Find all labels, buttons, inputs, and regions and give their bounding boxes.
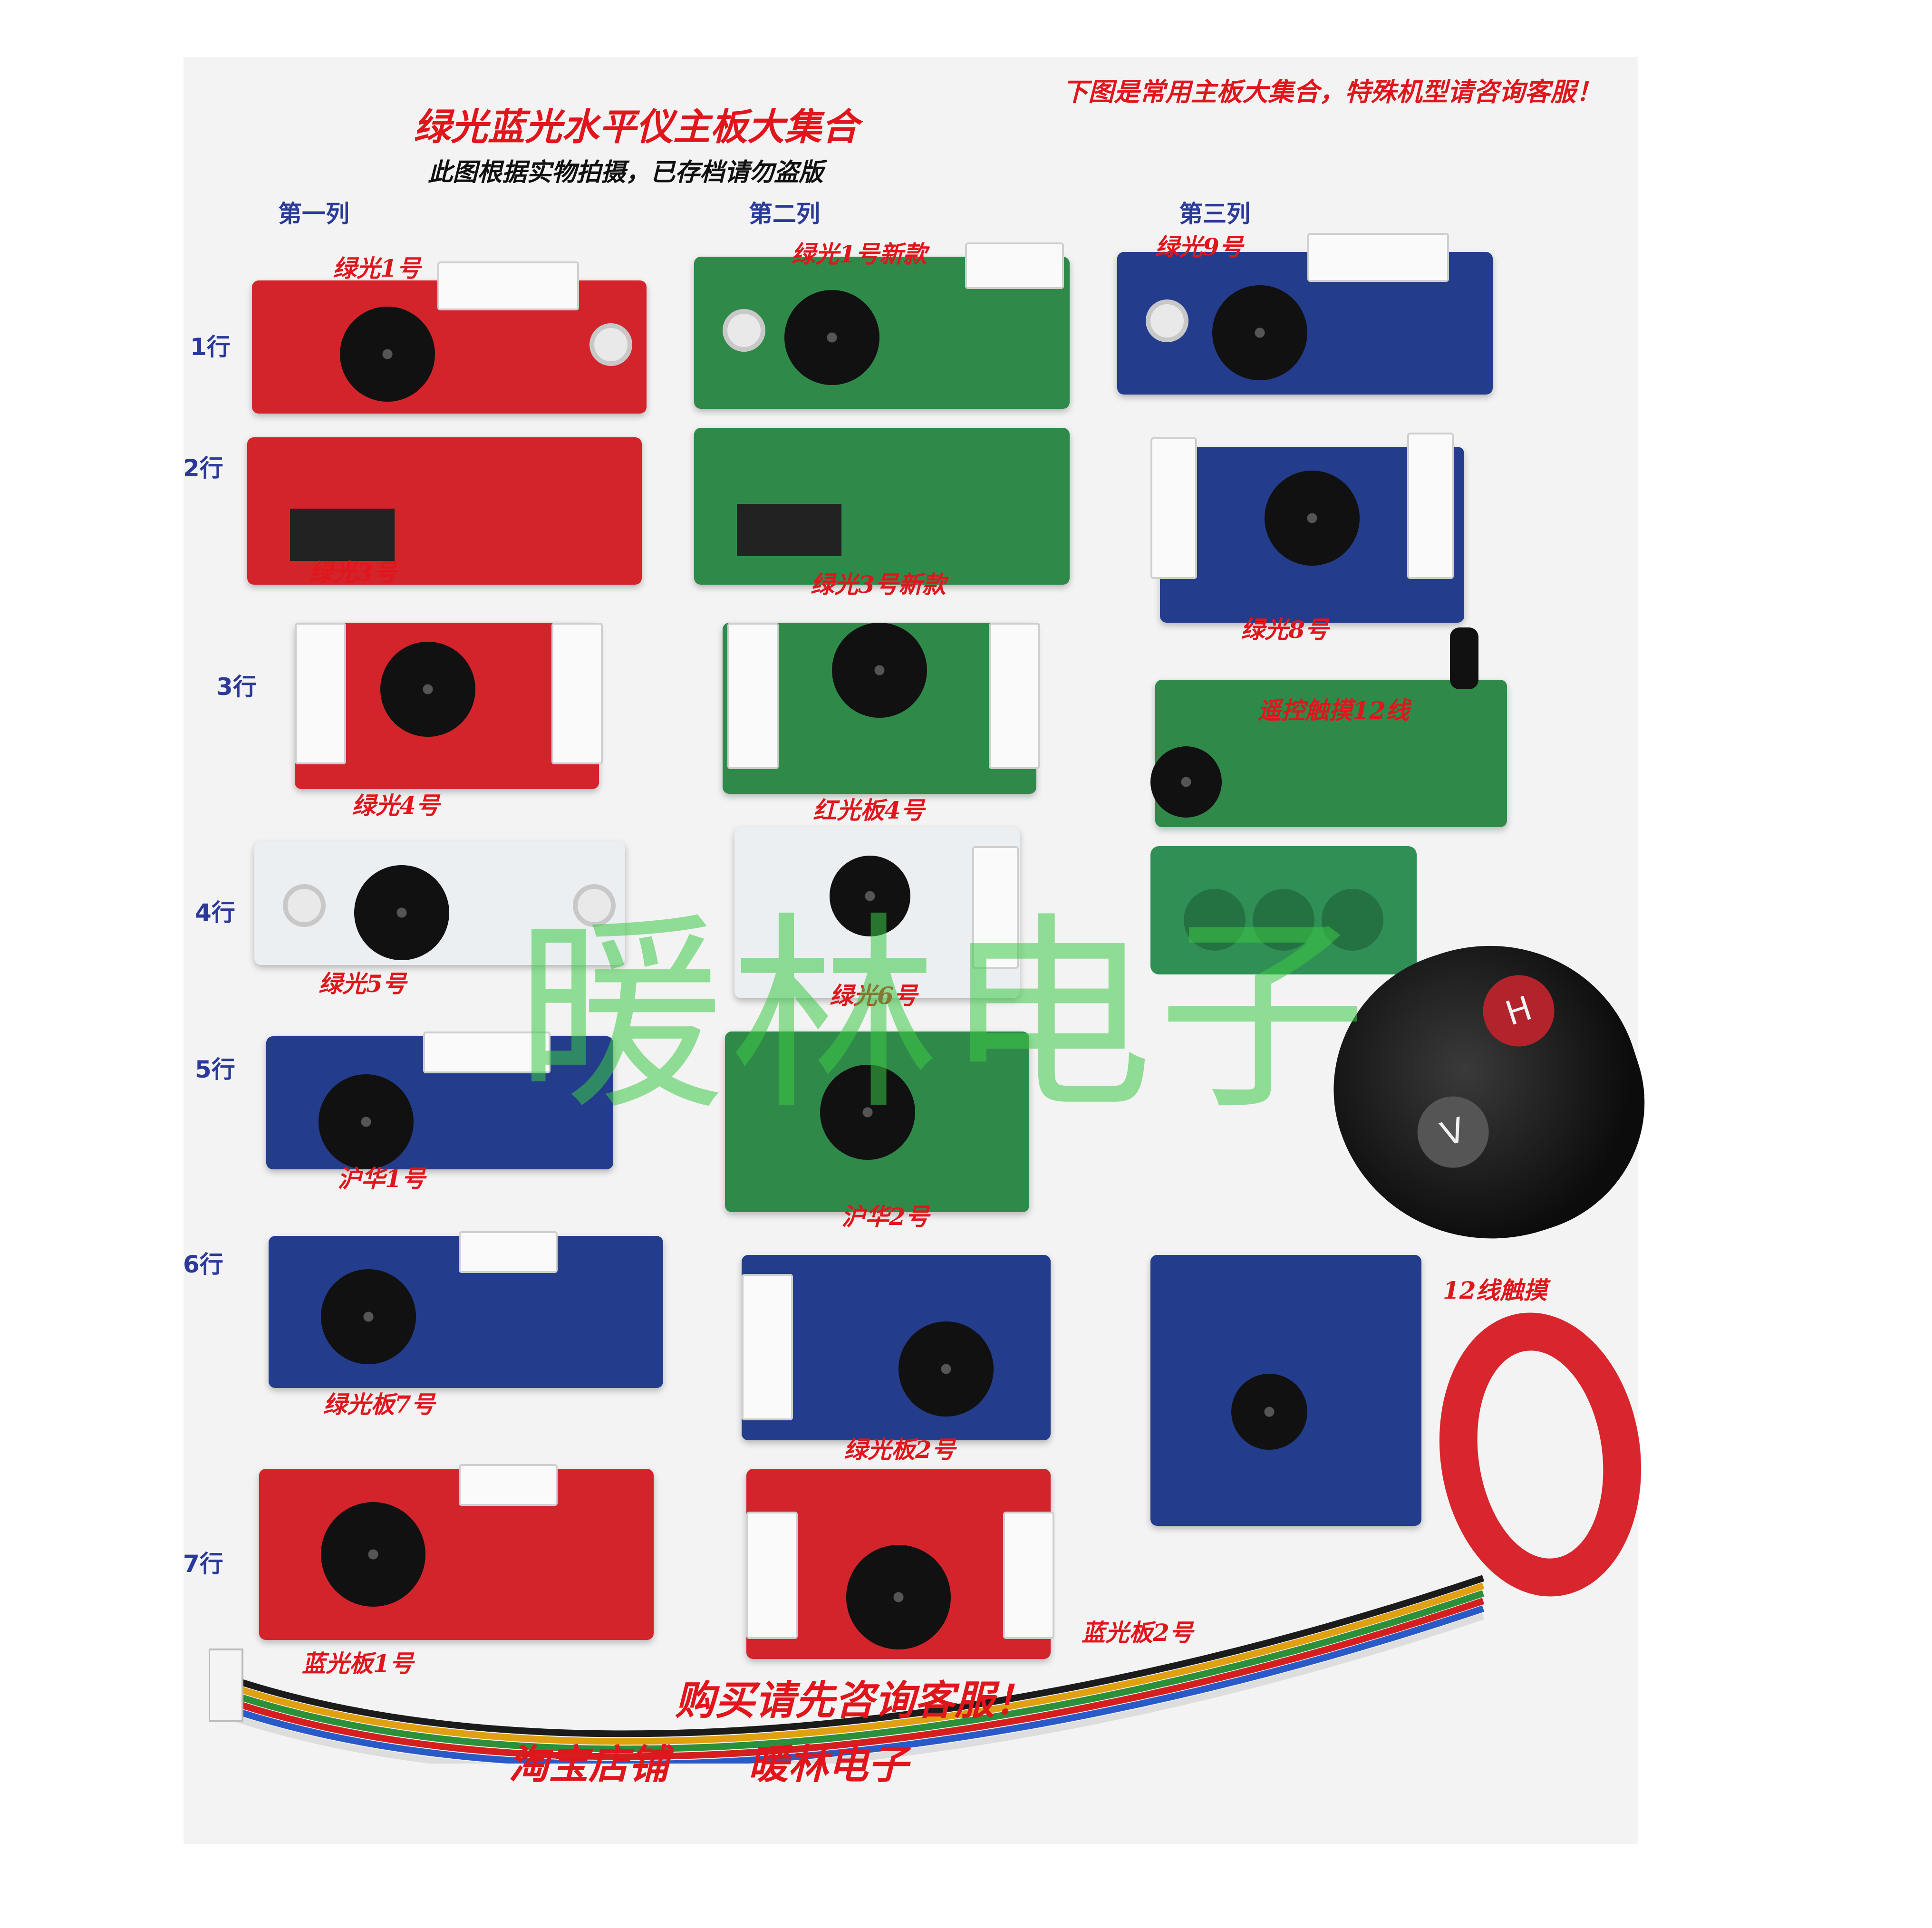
label-remote-touch-12: 遥控触摸12线 [1257,696,1410,724]
board-red-4 [723,623,1040,794]
board-green-1 [252,261,647,414]
row-header-5: 5行 [195,1056,235,1083]
remote-v-button: V [1408,1087,1498,1177]
board-blue-plate-2 [746,1469,1054,1659]
board-green-3 [247,437,642,585]
footer-shop-name: 淘宝店铺 暖林电子 [509,1741,908,1788]
row-header-3: 3行 [216,673,257,701]
label-green-1-new: 绿光1号新款 [792,240,927,268]
board-green-8 [1150,433,1464,623]
remote-h-button: H [1474,966,1564,1056]
board-green-3-new [694,428,1070,585]
label-blue-plate-1: 蓝光板1号 [302,1649,414,1677]
column-header-3: 第三列 [1179,200,1250,228]
board-green-4 [295,623,603,789]
page-subtitle: 此图根据实物拍摄，已存档请勿盗版 [428,158,824,187]
label-touch-12-line: 12线触摸 [1443,1276,1547,1304]
row-header-6: 6行 [183,1251,223,1278]
label-green-6: 绿光6号 [830,982,918,1010]
label-green-plate-7: 绿光板7号 [323,1390,435,1418]
board-touch-12-line [1150,1255,1421,1526]
touch-button-board [1150,846,1417,974]
column-header-2: 第二列 [749,200,820,228]
board-huhua-2 [725,1031,1029,1212]
board-green-plate-7 [269,1231,663,1388]
ribbon-cable [209,1575,1485,1764]
row-header-1: 1行 [190,333,231,361]
label-green-plate-2: 绿光板2号 [844,1436,956,1464]
board-green-5 [254,841,625,965]
board-green-1-new [694,242,1070,409]
label-green-3: 绿光3号 [309,559,397,587]
label-green-4: 绿光4号 [352,791,440,819]
footer-contact-note: 购买请先咨询客服！ [675,1677,1035,1724]
label-huhua-2: 沪华2号 [841,1203,929,1231]
board-huhua-1 [266,1031,613,1169]
board-remote-touch-12 [1150,627,1507,827]
shop-watermark: 暖林电子 [516,895,1372,1138]
label-blue-plate-2: 蓝光板2号 [1082,1619,1193,1647]
column-header-1: 第一列 [278,200,349,228]
label-green-8: 绿光8号 [1241,616,1329,644]
label-red-4: 红光板4号 [813,796,925,824]
board-green-6 [734,827,1020,998]
label-huhua-1: 沪华1号 [338,1165,425,1193]
row-header-4: 4行 [195,899,235,926]
board-green-plate-2 [742,1255,1051,1440]
service-note: 下图是常用主板大集合，特殊机型请咨询客服！ [1063,77,1602,107]
label-green-1: 绿光1号 [333,254,421,282]
label-green-3-new: 绿光3号新款 [811,570,946,598]
row-header-2: 2行 [183,454,223,482]
label-green-9: 绿光9号 [1155,233,1243,261]
label-green-5: 绿光5号 [319,970,406,998]
board-blue-plate-1 [259,1464,654,1640]
page-title: 绿光蓝光水平仪主板大集合 [414,106,859,149]
row-header-7: 7行 [183,1550,223,1578]
board-green-9 [1117,233,1493,395]
